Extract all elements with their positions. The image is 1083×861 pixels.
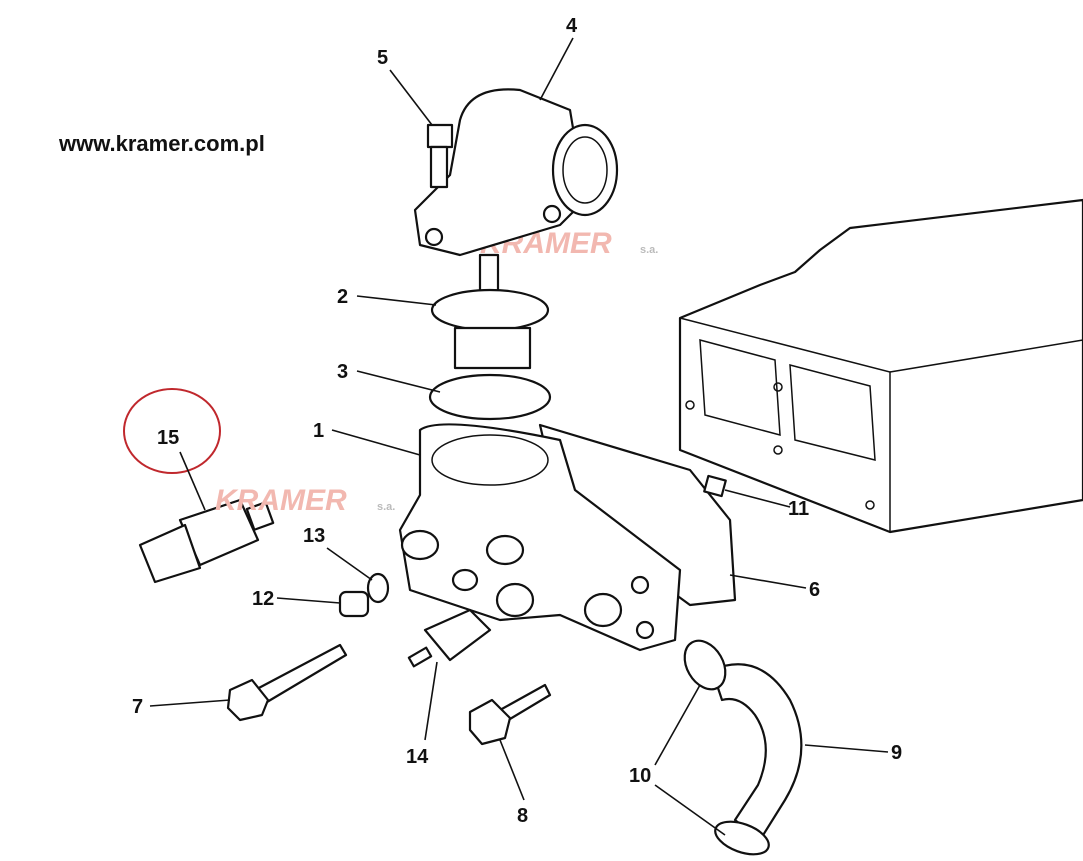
part-3-o-ring [428, 373, 552, 421]
callout-12: 12 [252, 588, 274, 610]
part-5-bolt [426, 123, 454, 189]
part-7-bolt [226, 643, 348, 722]
callout-4: 4 [566, 15, 578, 37]
part-11-plug [703, 474, 727, 498]
callout-7: 7 [132, 696, 143, 718]
part-14-temperature-sensor [407, 608, 492, 668]
callout-6: 6 [809, 579, 820, 601]
engine-block [678, 198, 1083, 534]
callout-8: 8 [517, 805, 528, 827]
part-13-washer [366, 572, 390, 604]
callout-3: 3 [337, 361, 348, 383]
callout-9: 9 [891, 742, 902, 764]
part-8-bolt [468, 683, 552, 746]
callout-10: 10 [629, 765, 651, 787]
part-4-thermostat-housing [413, 88, 619, 257]
callout-5: 5 [377, 47, 388, 69]
callout-15: 15 [157, 427, 179, 449]
callout-11: 11 [788, 498, 809, 520]
part-2-thermostat [430, 253, 550, 370]
part-1-water-outlet-body [398, 423, 682, 652]
callout-1: 1 [313, 420, 324, 442]
leader-lines [149, 37, 889, 836]
part-12-plug [338, 590, 370, 618]
highlight-circle [123, 388, 221, 474]
svg-text:s.a.: s.a. [377, 501, 395, 513]
callout-13: 13 [303, 525, 325, 547]
callout-2: 2 [337, 286, 348, 308]
website-url: www.kramer.com.pl [59, 131, 265, 156]
svg-text:KRAMER: KRAMER [215, 484, 347, 517]
callout-14: 14 [406, 746, 429, 768]
watermark-mid: KRAMER s.a. [215, 484, 395, 517]
part-10-clamp-top [683, 639, 727, 691]
part-15-pressure-sensor [138, 498, 275, 584]
svg-text:s.a.: s.a. [640, 244, 658, 256]
callout-labels: 1 2 3 4 5 6 7 8 9 10 11 12 13 14 15 [132, 15, 902, 827]
part-9-hose [710, 663, 803, 842]
